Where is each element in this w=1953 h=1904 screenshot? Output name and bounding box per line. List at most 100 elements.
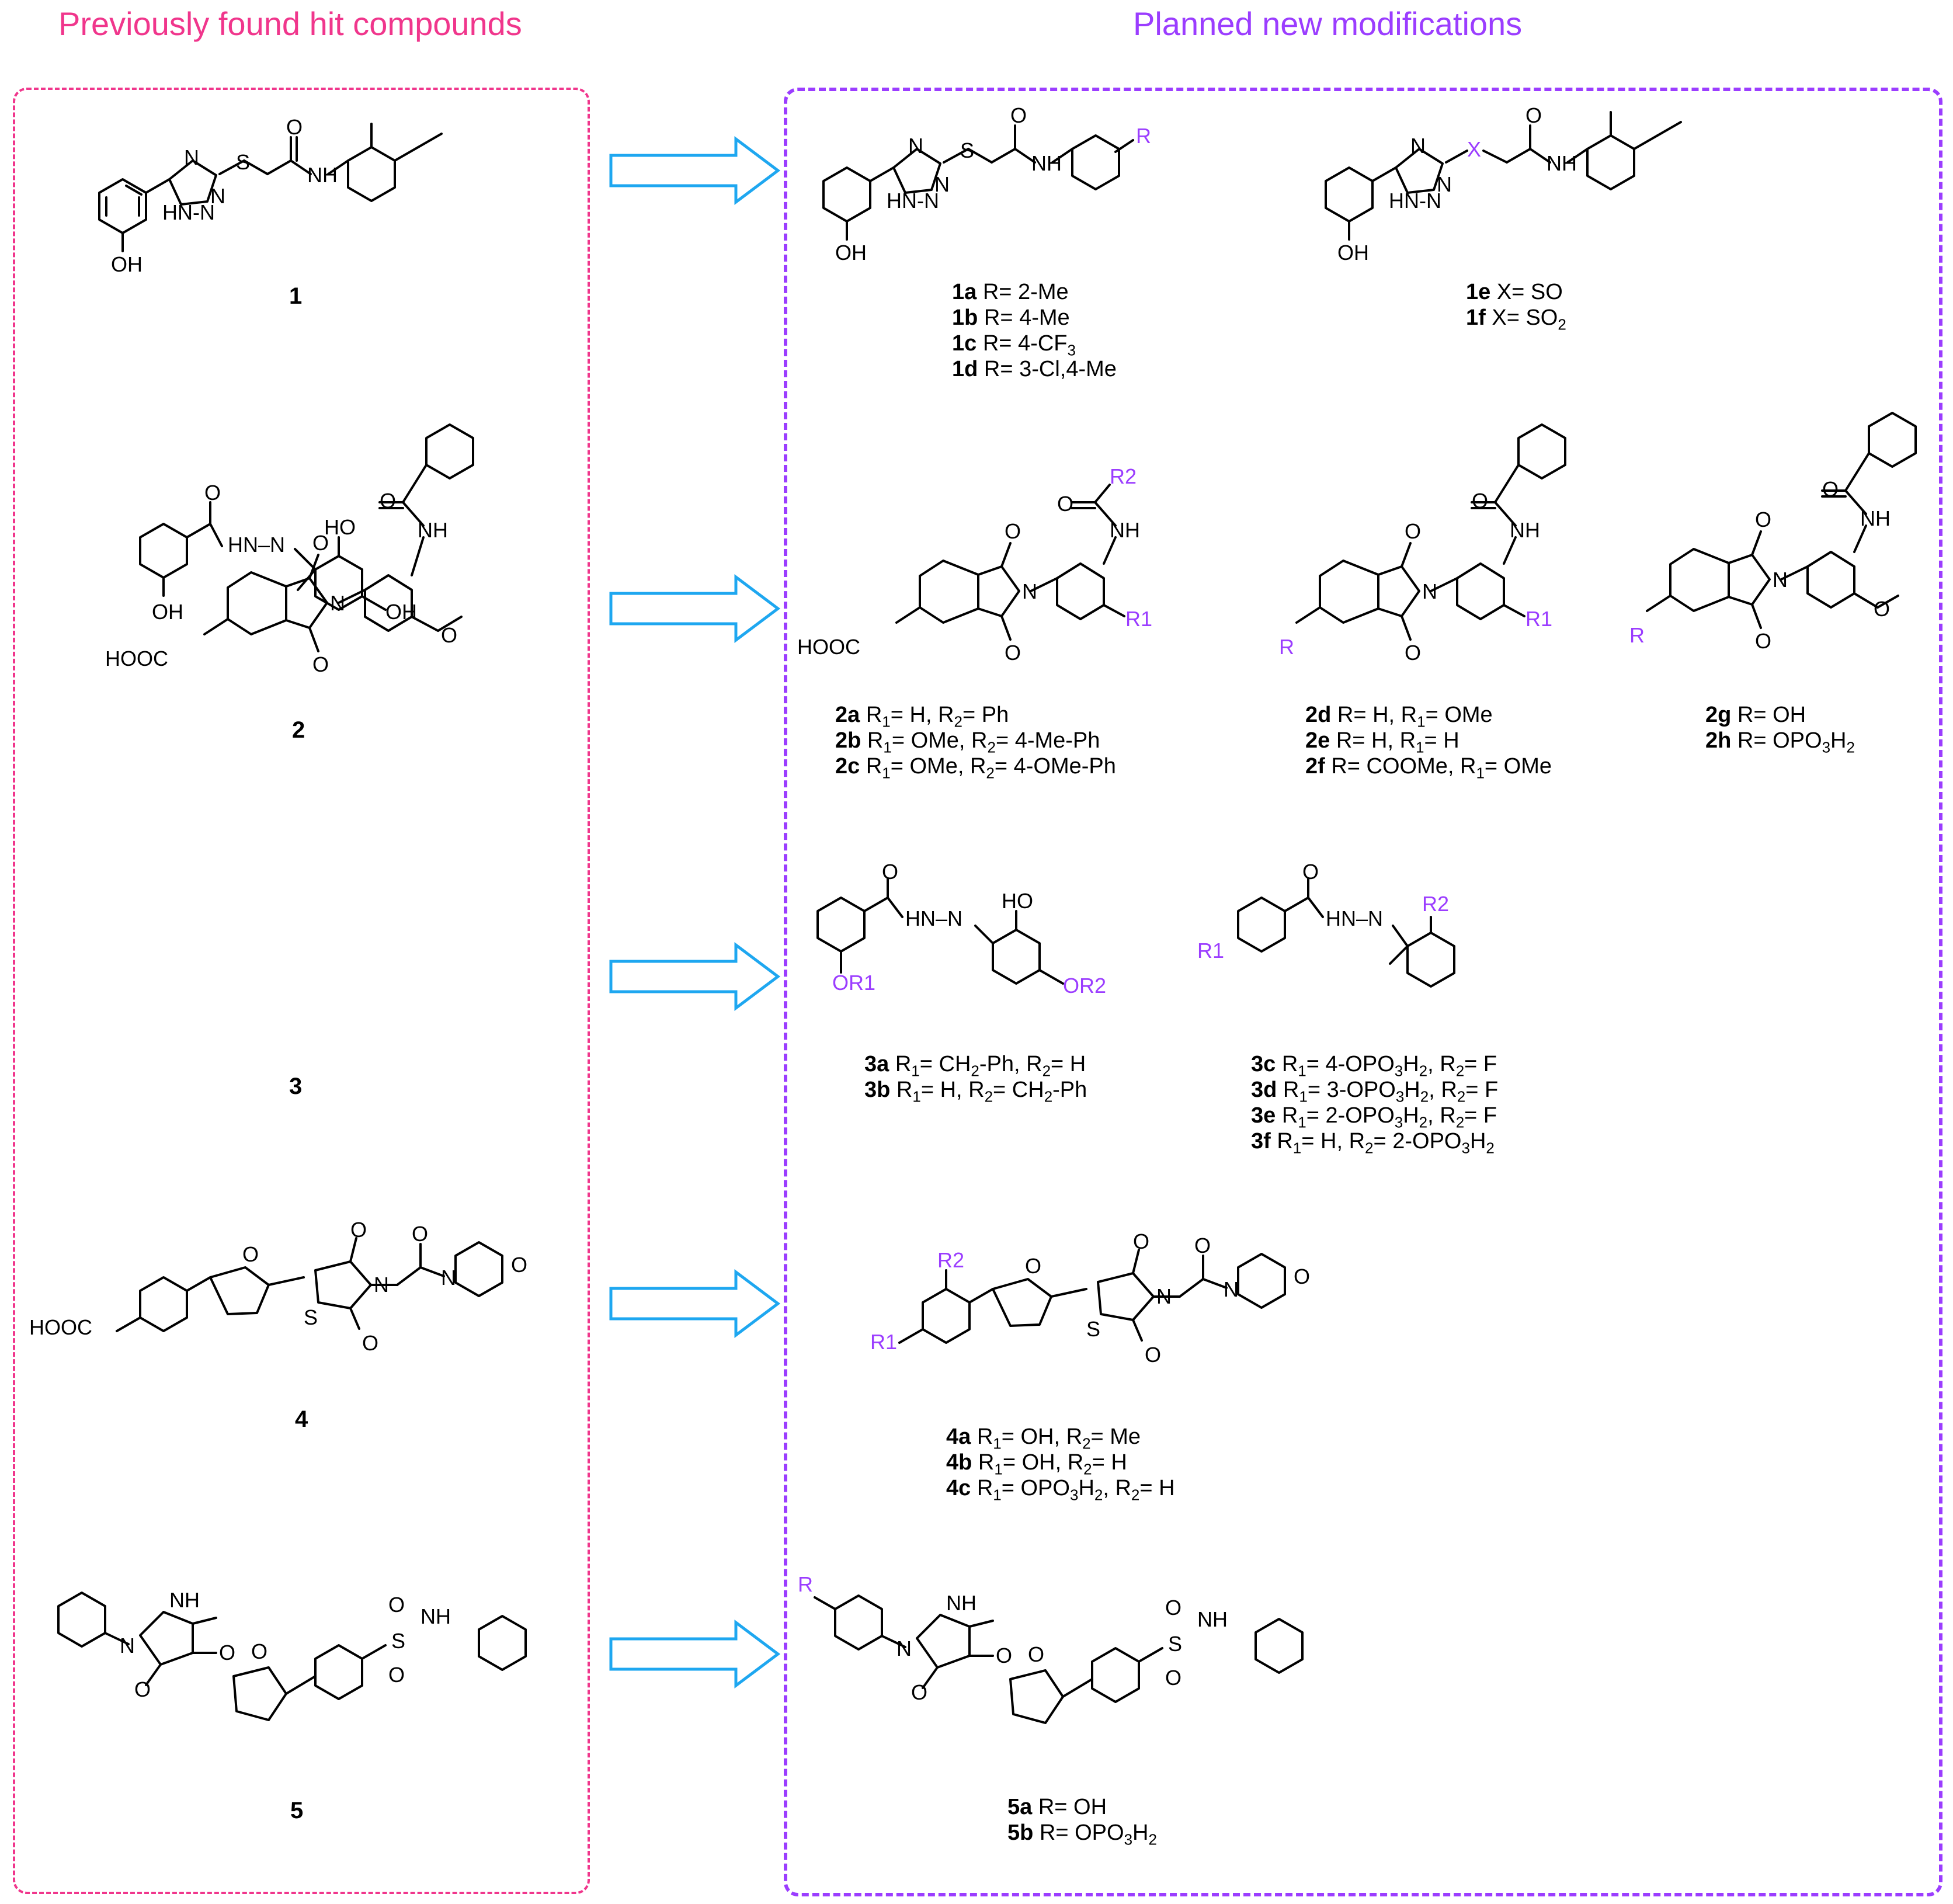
atom-OR2: OR2 bbox=[1063, 974, 1106, 998]
atom-N: N bbox=[1437, 172, 1452, 196]
atom-R: R bbox=[1136, 124, 1151, 148]
label-3e: 3e R1= 2-OPO3H2, R2= F bbox=[1251, 1103, 1497, 1131]
atom-HN-N: HN–N bbox=[228, 533, 285, 557]
atom-O: O bbox=[1874, 597, 1890, 621]
atom-O: O bbox=[1133, 1229, 1149, 1253]
atom-S: S bbox=[236, 150, 250, 174]
atom-O: O bbox=[388, 1663, 405, 1687]
atom-N: N bbox=[934, 172, 950, 196]
atom-OH: OH bbox=[152, 600, 183, 624]
atom-N: N bbox=[184, 145, 199, 169]
modifications-panel bbox=[784, 88, 1942, 1896]
atom-HO: HO bbox=[324, 515, 356, 539]
atom-N: N bbox=[210, 184, 225, 208]
atom-NH: NH bbox=[421, 1604, 451, 1628]
structure-series-3c-3f: HN–N O R1 R2 bbox=[1197, 860, 1455, 988]
atom-HO: HO bbox=[1002, 889, 1033, 913]
atom-O: O bbox=[1405, 519, 1421, 543]
atom-O: O bbox=[350, 1218, 367, 1242]
atom-HOOC: HOOC bbox=[29, 1315, 92, 1339]
compound-id-2: 2 bbox=[292, 717, 305, 743]
atom-NH: NH bbox=[1860, 506, 1891, 530]
atom-NH: NH bbox=[307, 163, 338, 187]
left-column-title: Previously found hit compounds bbox=[58, 5, 522, 42]
atom-NH: NH bbox=[1197, 1607, 1228, 1631]
structure-series-1e-1f: N N HN-N X O NH OH bbox=[1325, 103, 1682, 265]
atom-NH: NH bbox=[1110, 518, 1140, 542]
atom-OR1: OR1 bbox=[832, 971, 875, 995]
label-4b: 4b R1= OH, R2= H bbox=[946, 1450, 1127, 1478]
structure-series-2a-2c: R2 O NH O N O HOOC R1 bbox=[797, 464, 1152, 665]
atom-S: S bbox=[1086, 1317, 1100, 1341]
atom-NH: NH bbox=[169, 1588, 200, 1612]
compound-id-1: 1 bbox=[289, 283, 303, 309]
atom-OH: OH bbox=[835, 241, 867, 265]
label-2d: 2d R= H, R1= OMe bbox=[1305, 703, 1493, 731]
atom-O: O bbox=[388, 1593, 405, 1617]
structure-compound-3: HN–N O OH HO OH bbox=[139, 481, 417, 624]
structure-compound-2: O NH O N O HOOC O bbox=[105, 423, 474, 676]
atom-O: O bbox=[1057, 492, 1073, 516]
atom-N: N bbox=[120, 1634, 135, 1658]
atom-NH: NH bbox=[1547, 151, 1577, 175]
atom-HN-N: HN-N bbox=[1389, 189, 1441, 213]
atom-O: O bbox=[1525, 103, 1542, 127]
compound-id-4: 4 bbox=[295, 1406, 308, 1432]
atom-O: O bbox=[1294, 1264, 1310, 1288]
atom-N: N bbox=[908, 134, 923, 158]
structure-series-1a-1d: N N HN-N S O NH OH R bbox=[822, 103, 1151, 265]
label-1f: 1f X= SO2 bbox=[1466, 305, 1566, 333]
atom-N: N bbox=[441, 1266, 456, 1290]
atom-O: O bbox=[204, 481, 221, 505]
structure-compound-5: N NH O O O S O O NH bbox=[57, 1588, 527, 1721]
structure-compound-4: HOOC O O S O O N N O bbox=[29, 1218, 527, 1355]
label-2f: 2f R= COOMe, R1= OMe bbox=[1305, 754, 1552, 782]
atom-HOOC: HOOC bbox=[105, 647, 168, 670]
atom-R2: R2 bbox=[937, 1248, 964, 1272]
atom-O: O bbox=[219, 1641, 235, 1665]
label-3b: 3b R1= H, R2= CH2-Ph bbox=[864, 1078, 1087, 1106]
atom-O: O bbox=[1822, 477, 1839, 501]
label-1d: 1d R= 3-Cl,4-Me bbox=[952, 357, 1117, 381]
atom-O: O bbox=[1165, 1666, 1181, 1690]
structure-series-4a-4c: R1 R2 O O S O O N N O bbox=[870, 1229, 1310, 1367]
atom-O: O bbox=[134, 1677, 151, 1701]
atom-HN-N: HN–N bbox=[905, 906, 962, 930]
atom-N: N bbox=[1022, 579, 1037, 603]
atom-R1: R1 bbox=[1525, 607, 1552, 631]
atom-N: N bbox=[1422, 579, 1437, 603]
atom-S: S bbox=[1168, 1632, 1182, 1656]
atom-R: R bbox=[1629, 623, 1645, 647]
atom-O: O bbox=[1005, 519, 1021, 543]
atom-N: N bbox=[1224, 1277, 1239, 1301]
compound-id-5: 5 bbox=[290, 1798, 304, 1823]
atom-O: O bbox=[1194, 1234, 1211, 1257]
atom-NH: NH bbox=[1031, 151, 1062, 175]
compound-id-3: 3 bbox=[289, 1073, 303, 1099]
atom-O: O bbox=[1405, 641, 1421, 665]
atom-O: O bbox=[1472, 489, 1488, 513]
arrow-2 bbox=[609, 574, 781, 643]
label-3c: 3c R1= 4-OPO3H2, R2= F bbox=[1251, 1052, 1497, 1080]
atom-R2: R2 bbox=[1110, 464, 1137, 488]
atom-O: O bbox=[242, 1242, 259, 1266]
atom-O: O bbox=[286, 115, 303, 139]
atom-OH: OH bbox=[1337, 241, 1369, 265]
atom-O: O bbox=[1755, 508, 1771, 531]
atom-O: O bbox=[312, 652, 329, 676]
atom-R1: R1 bbox=[870, 1330, 897, 1354]
structure-series-2g-2h: O NH O N O O R bbox=[1629, 412, 1917, 653]
atom-O: O bbox=[882, 860, 898, 884]
atom-N: N bbox=[896, 1637, 912, 1660]
atom-OH: OH bbox=[111, 252, 143, 276]
atom-O: O bbox=[312, 531, 329, 555]
atom-O: O bbox=[1010, 103, 1027, 127]
atom-R1: R1 bbox=[1125, 607, 1152, 631]
hit-compounds-panel bbox=[13, 88, 590, 1894]
structure-series-5a-5b: R N NH O O O S O O NH bbox=[798, 1572, 1304, 1724]
atom-R: R bbox=[1279, 635, 1294, 659]
atom-O: O bbox=[996, 1644, 1012, 1667]
atom-N: N bbox=[374, 1273, 389, 1297]
atom-HN-N: HN–N bbox=[1326, 906, 1383, 930]
arrow-3 bbox=[609, 942, 781, 1011]
